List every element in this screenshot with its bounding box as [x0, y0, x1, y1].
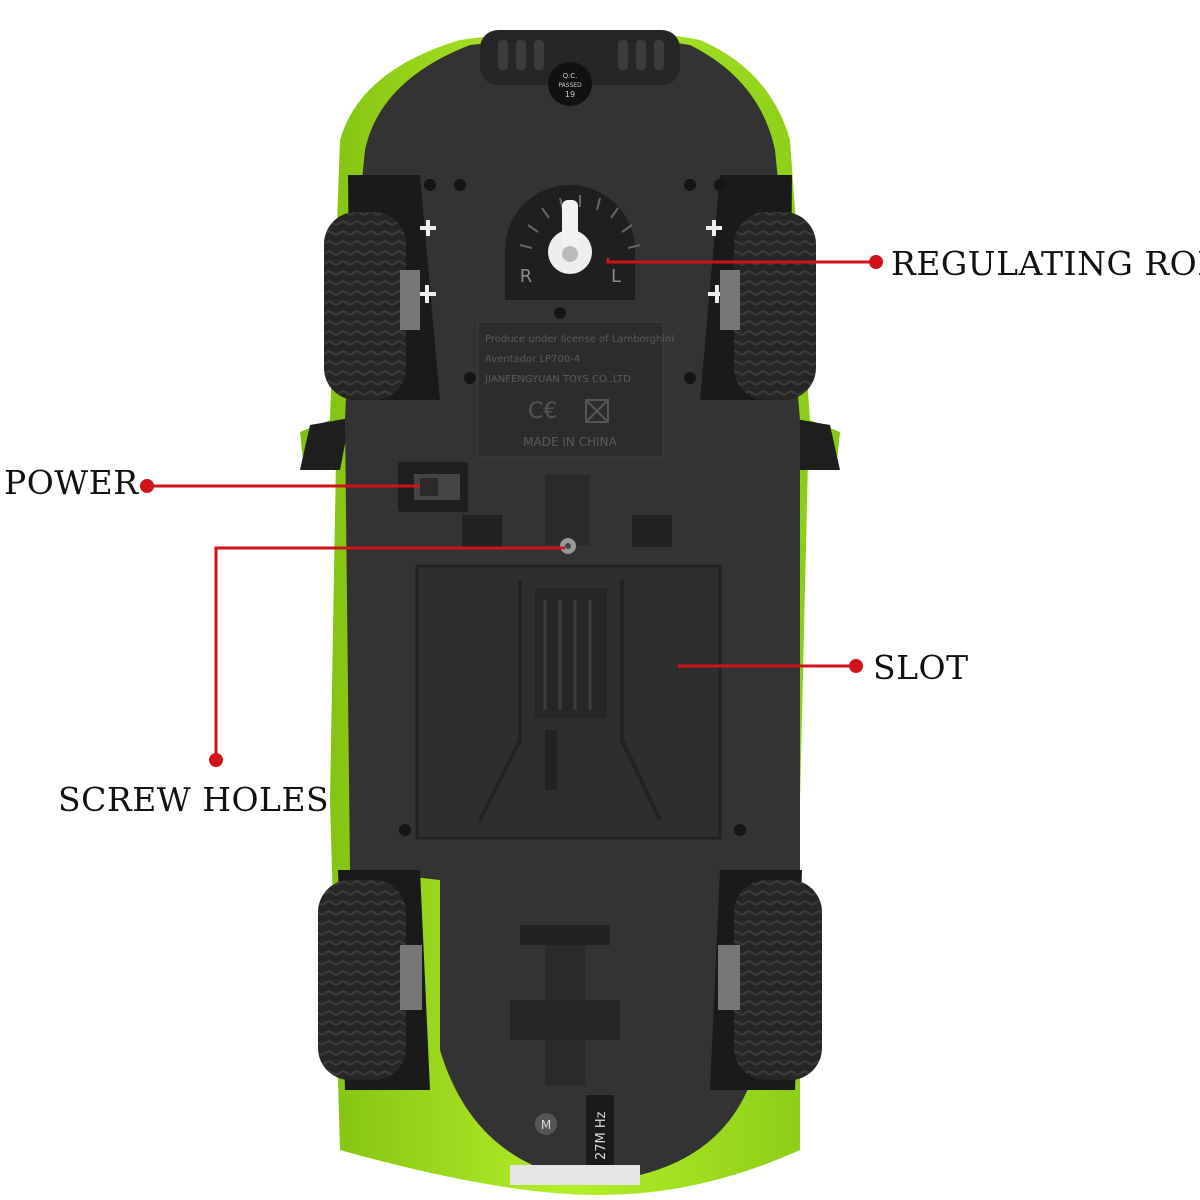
rear-right-wheel	[718, 880, 822, 1080]
rear-diffuser	[510, 925, 640, 1185]
qc-sticker: Q.C. PASSED 19	[548, 62, 592, 106]
qc-line-2: PASSED	[558, 82, 582, 89]
leader-screw-holes	[209, 546, 565, 767]
leader-lines	[140, 255, 883, 767]
frequency-text: 27M Hz	[594, 1111, 609, 1160]
chassis: Q.C. PASSED 19 R L	[338, 30, 802, 1185]
slot-label: SLOT	[873, 648, 969, 687]
license-plate: Produce under license of Lamborghini Ave…	[477, 321, 674, 458]
regulating-rod-label: REGULATING ROD	[891, 244, 1200, 283]
leader-slot	[678, 659, 863, 673]
rear-left-wheel	[318, 880, 422, 1080]
screw-holes-label: SCREW HOLES	[58, 780, 330, 819]
screws	[418, 220, 726, 303]
screw-hole	[545, 475, 590, 554]
plate-line-2: Aventador LP700-4	[485, 354, 580, 365]
frequency-label: 27M Hz	[586, 1095, 614, 1165]
front-vent	[480, 30, 680, 85]
leader-power	[140, 479, 420, 493]
power-switch[interactable]	[398, 462, 468, 512]
front-left-wheel	[324, 212, 420, 400]
plate-line-3: JIANFENGYUAN TOYS CO.,LTD	[484, 374, 631, 385]
front-right-wheel	[720, 212, 816, 400]
leader-regulating-rod	[606, 255, 883, 269]
plate-line-1: Produce under license of Lamborghini	[485, 334, 674, 345]
qc-line-1: Q.C.	[563, 72, 578, 80]
power-label: POWER	[4, 463, 139, 502]
m-badge: M	[535, 1113, 557, 1135]
battery-slot-cover[interactable]	[415, 564, 722, 840]
recycle-bin-icon	[585, 399, 609, 423]
made-in-label: MADE IN CHINA	[523, 435, 617, 449]
svg-text:M: M	[541, 1118, 551, 1132]
ce-mark: C€	[528, 399, 557, 424]
qc-line-3: 19	[565, 90, 575, 99]
regulating-rod-dial: R L	[505, 185, 641, 300]
dial-label-r: R	[520, 266, 533, 287]
dial-label-l: L	[611, 266, 621, 287]
